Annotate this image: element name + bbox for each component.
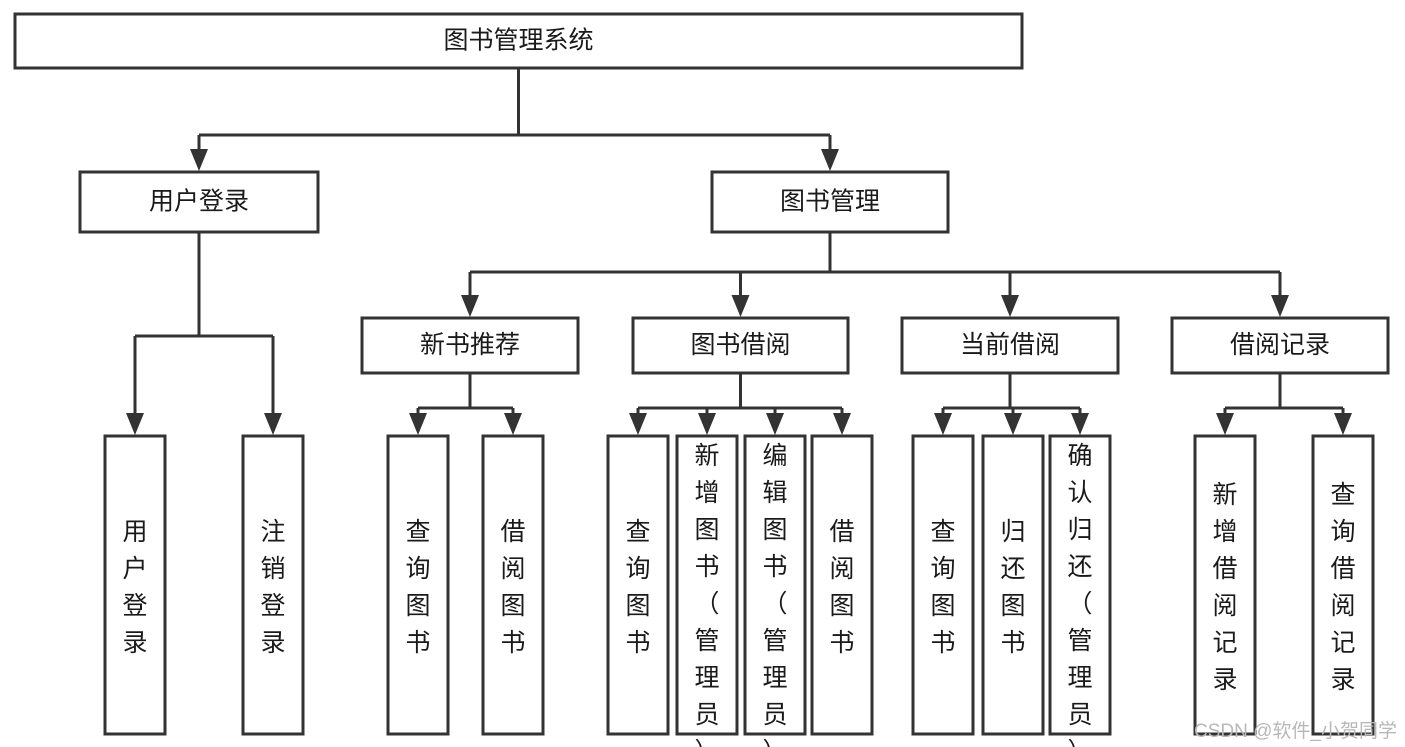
node-leaf-query-book-rec[interactable]: 查询图书 [386, 434, 450, 736]
arrow-head-icon [504, 413, 522, 435]
connector-layer [126, 68, 1352, 435]
arrow-head-icon [461, 295, 479, 317]
arrow-head-icon [629, 413, 647, 435]
node-leaf-user-logout[interactable]: 注销登录 [241, 434, 305, 736]
node-label: 借阅图书 [829, 518, 854, 657]
arrow-head-icon [698, 413, 716, 435]
node-box [900, 316, 1120, 375]
node-box [103, 434, 167, 736]
node-box [13, 12, 1024, 70]
node-label: 查询图书 [405, 518, 430, 657]
node-box [78, 170, 320, 234]
node-leaf-return-book[interactable]: 归还图书 [981, 434, 1045, 736]
node-new-book-recommend[interactable]: 新书推荐 [360, 316, 580, 375]
node-leaf-confirm-return-admin[interactable]: 确认归还（管理员） [1048, 434, 1112, 747]
arrow-head-icon [934, 413, 952, 435]
node-leaf-borrow-book[interactable]: 借阅图书 [810, 434, 874, 736]
node-label: 用户登录 [122, 518, 147, 657]
arrow-head-icon [1001, 295, 1019, 317]
node-label: 新书推荐 [420, 331, 520, 359]
node-leaf-borrow-book-rec[interactable]: 借阅图书 [481, 434, 545, 736]
watermark-text: CSDN @软件_小贺同学 [1194, 721, 1397, 742]
arrow-head-icon [1271, 295, 1289, 317]
node-leaf-add-book-admin[interactable]: 新增图书（管理员） [675, 434, 739, 747]
arrow-head-icon [1216, 413, 1234, 435]
node-leaf-query-book-borrow[interactable]: 查询图书 [606, 434, 670, 736]
node-root[interactable]: 图书管理系统 [13, 12, 1024, 70]
node-label: 编辑图书（管理员） [762, 442, 787, 747]
node-label: 借阅记录 [1230, 331, 1330, 359]
node-leaf-query-borrow-record[interactable]: 查询借阅记录 [1311, 434, 1375, 736]
node-box [1048, 434, 1112, 736]
node-label: 确认归还（管理员） [1067, 442, 1092, 747]
node-box [360, 316, 580, 375]
arrow-head-icon [1071, 413, 1089, 435]
node-leaf-query-book-current[interactable]: 查询图书 [911, 434, 975, 736]
node-box [810, 434, 874, 736]
node-leaf-add-borrow-record[interactable]: 新增借阅记录 [1193, 434, 1257, 736]
node-box [386, 434, 450, 736]
node-label: 用户登录 [149, 188, 249, 216]
node-label: 图书管理系统 [443, 27, 593, 55]
node-label: 查询借阅记录 [1330, 481, 1355, 694]
node-box [675, 434, 739, 736]
node-leaf-user-login[interactable]: 用户登录 [103, 434, 167, 736]
arrow-head-icon [1334, 413, 1352, 435]
node-label: 注销登录 [260, 518, 285, 657]
node-label: 查询图书 [625, 518, 650, 657]
node-label: 借阅图书 [500, 518, 525, 657]
node-label: 当前借阅 [960, 331, 1060, 359]
arrow-head-icon [766, 413, 784, 435]
node-box [710, 170, 950, 234]
node-box [743, 434, 807, 736]
node-box [911, 434, 975, 736]
arrow-head-icon [264, 413, 282, 435]
node-label: 新增图书（管理员） [694, 442, 719, 747]
node-borrow-record[interactable]: 借阅记录 [1170, 316, 1390, 375]
node-label: 新增借阅记录 [1212, 481, 1237, 694]
node-box [981, 434, 1045, 736]
node-box [481, 434, 545, 736]
node-label: 图书借阅 [690, 331, 790, 359]
node-label: 归还图书 [1000, 518, 1025, 657]
node-box [1311, 434, 1375, 736]
arrow-head-icon [1004, 413, 1022, 435]
node-box [1170, 316, 1390, 375]
node-box [631, 316, 850, 375]
arrow-head-icon [409, 413, 427, 435]
node-box [241, 434, 305, 736]
arrow-head-icon [833, 413, 851, 435]
node-box [606, 434, 670, 736]
arrow-head-icon [731, 295, 750, 317]
node-user-login[interactable]: 用户登录 [78, 170, 320, 234]
arrow-head-icon [190, 149, 208, 171]
arrow-head-icon [126, 413, 144, 435]
node-label: 查询图书 [930, 518, 955, 657]
node-current-borrow[interactable]: 当前借阅 [900, 316, 1120, 375]
node-leaf-edit-book-admin[interactable]: 编辑图书（管理员） [743, 434, 807, 747]
node-book-manage[interactable]: 图书管理 [710, 170, 950, 234]
node-label: 图书管理 [780, 188, 880, 216]
node-layer: 图书管理系统用户登录图书管理新书推荐图书借阅当前借阅借阅记录用户登录注销登录查询… [13, 12, 1390, 747]
node-box [1193, 434, 1257, 736]
arrow-head-icon [821, 149, 839, 171]
node-book-borrow[interactable]: 图书借阅 [631, 316, 850, 375]
